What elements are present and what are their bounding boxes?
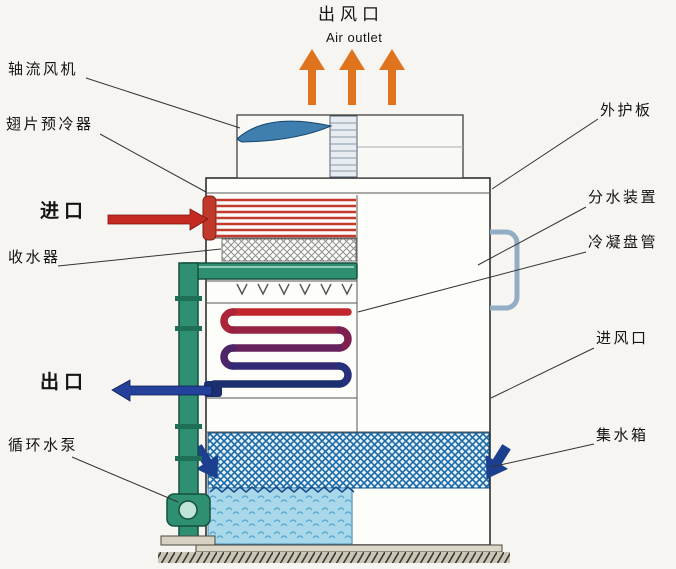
label-water-distributor: 分水装置 — [588, 189, 659, 206]
spray-nozzles — [236, 283, 353, 296]
label-outer-panel: 外护板 — [600, 102, 653, 119]
label-axial-fan: 轴流风机 — [8, 61, 79, 78]
precooler-fins — [216, 198, 356, 238]
label-inlet: 进口 — [40, 201, 89, 222]
air-outlet-arrow — [379, 49, 405, 105]
air-outlet-label-en: Air outlet — [326, 30, 383, 45]
air-outlet-arrows — [299, 49, 405, 105]
axial-fan-blade — [237, 120, 333, 143]
air-outlet-arrow — [299, 49, 325, 105]
label-circulating-pump: 循环水泵 — [8, 437, 79, 454]
air-inlet-arrows — [193, 444, 511, 479]
fan-hub — [329, 115, 358, 178]
water-tank — [207, 432, 490, 545]
fan-housing — [236, 114, 464, 179]
label-drift-eliminator: 收水器 — [8, 249, 61, 266]
condensing-coil — [210, 308, 352, 388]
label-air-inlet: 进风口 — [596, 330, 649, 347]
air-inlet-arrow-left — [193, 444, 219, 479]
outlet-arrow — [111, 379, 213, 402]
label-condensing-coil: 冷凝盘管 — [588, 234, 659, 251]
label-fin-precooler: 翅片预冷器 — [6, 116, 94, 133]
air-outlet-label-cn: 出风口 — [318, 5, 384, 24]
label-water-tank: 集水箱 — [596, 427, 649, 444]
equalizer-pipe — [490, 229, 520, 311]
label-outlet: 出口 — [40, 372, 89, 393]
ground-hatch — [158, 552, 510, 563]
inlet-arrow — [107, 208, 209, 231]
leader-lines — [57, 77, 599, 503]
drift-eliminator — [221, 238, 357, 262]
base — [158, 544, 510, 563]
air-inlet-arrow-right — [485, 444, 511, 479]
water-distributor — [180, 262, 358, 280]
pump-base — [160, 535, 216, 546]
tank-mesh — [207, 432, 490, 489]
air-outlet-arrow — [339, 49, 365, 105]
water-surface-line — [209, 486, 355, 493]
